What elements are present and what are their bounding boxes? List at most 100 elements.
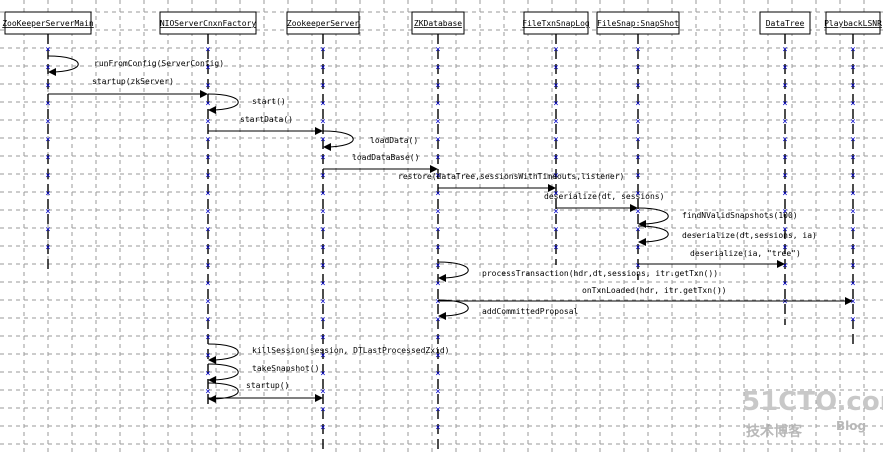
- arrowhead: [548, 184, 556, 192]
- activation-marker: ×: [45, 45, 50, 55]
- activation-marker: ×: [205, 45, 210, 55]
- message: processTransaction(hdr,dt,sessions, itr.…: [437, 261, 718, 282]
- activation-marker: ×: [850, 99, 855, 109]
- message: [208, 394, 323, 402]
- self-message-arrow: [637, 207, 669, 225]
- self-message-arrow: [207, 93, 239, 111]
- message-label: processTransaction(hdr,dt,sessions, itr.…: [482, 269, 718, 278]
- activation-marker: ×: [205, 387, 210, 397]
- participant-p0[interactable]: ZooKeeperServerMain: [2, 11, 94, 35]
- activation-marker: ×: [635, 117, 640, 127]
- arrowhead: [48, 68, 56, 76]
- participant-box[interactable]: [4, 11, 92, 35]
- activation-marker: ×: [435, 297, 440, 307]
- activation-marker: ×: [850, 243, 855, 253]
- participant-p1[interactable]: NIOServerCnxnFactory: [159, 11, 257, 35]
- activation-marker: ×: [205, 333, 210, 343]
- participant-box[interactable]: [596, 11, 680, 35]
- message: loadDataBase(): [323, 153, 438, 173]
- activation-marker: ×: [553, 117, 558, 127]
- watermark: 51CTO.com 技术博客 Blog: [742, 387, 883, 440]
- activation-marker: ×: [782, 279, 787, 289]
- participant-label: ZKDatabase: [414, 19, 462, 28]
- activation-marker: ×: [435, 423, 440, 433]
- activation-marker: ×: [850, 45, 855, 55]
- message: deserialize(dt, sessions): [544, 192, 664, 212]
- activation-marker: ×: [553, 171, 558, 181]
- activation-marker: ×: [205, 351, 210, 361]
- activation-marker: ×: [850, 225, 855, 235]
- activation-marker: ×: [205, 315, 210, 325]
- self-message-arrow: [47, 55, 79, 73]
- participant-box[interactable]: [159, 11, 257, 35]
- activation-marker: ×: [320, 171, 325, 181]
- activation-marker: ×: [45, 225, 50, 235]
- activation-marker: ×: [320, 405, 325, 415]
- lifelines: [47, 34, 854, 453]
- arrowhead: [430, 165, 438, 173]
- activation-marker: ×: [553, 81, 558, 91]
- activation-marker: ×: [635, 99, 640, 109]
- message-label: addCommittedProposal: [482, 307, 579, 316]
- participant-p5[interactable]: FileSnap:SnapShot: [596, 11, 680, 35]
- activation-marker: ×: [850, 81, 855, 91]
- arrowhead: [208, 376, 216, 384]
- participant-p4[interactable]: FileTxnSnapLog: [522, 11, 590, 35]
- activation-marker: ×: [205, 261, 210, 271]
- participant-p6[interactable]: DataTree: [759, 11, 811, 35]
- activation-marker: ×: [205, 117, 210, 127]
- message-label: deserialize(dt,sessions, ia): [682, 231, 817, 240]
- activation-marker: ×: [782, 297, 787, 307]
- message: killSession(session, DTLastProcessedZxid…: [207, 343, 449, 364]
- activation-marker: ×: [782, 153, 787, 163]
- participant-p2[interactable]: ZookeeperServer: [286, 11, 360, 35]
- self-message-arrow: [322, 130, 354, 148]
- activation-marker: ×: [320, 369, 325, 379]
- activation-marker: ×: [320, 261, 325, 271]
- activation-marker: ×: [435, 387, 440, 397]
- activation-marker: ×: [45, 153, 50, 163]
- self-message-arrow: [437, 261, 469, 279]
- activation-marker: ×: [782, 261, 787, 271]
- activation-marker: ×: [782, 207, 787, 217]
- participant-box[interactable]: [759, 11, 811, 35]
- activation-marker: ×: [435, 189, 440, 199]
- participant-p7[interactable]: PlaybackLSNR: [824, 11, 882, 35]
- activation-marker: ×: [850, 261, 855, 271]
- message-label: restore(dataTree,sessionsWithTimeouts,li…: [398, 172, 624, 181]
- participant-box[interactable]: [523, 11, 589, 35]
- activation-marker: ×: [635, 63, 640, 73]
- activation-marker: ×: [782, 171, 787, 181]
- activation-marker: ×: [850, 135, 855, 145]
- activation-marker: ×: [205, 369, 210, 379]
- activation-marker: ×: [45, 99, 50, 109]
- activation-marker: ×: [320, 153, 325, 163]
- activation-marker: ×: [320, 81, 325, 91]
- message: findNValidSnapshots(100): [637, 207, 798, 228]
- participant-box[interactable]: [825, 11, 881, 35]
- message: onTxnLoaded(hdr, itr.getTxn()): [438, 286, 853, 305]
- activation-marker: ×: [205, 297, 210, 307]
- participant-box[interactable]: [286, 11, 360, 35]
- activation-marker: ×: [205, 99, 210, 109]
- message: startup(zkServer): [48, 77, 208, 98]
- message-label: startData(): [240, 115, 293, 124]
- activation-marker: ×: [435, 153, 440, 163]
- activation-marker: ×: [635, 45, 640, 55]
- activation-marker: ×: [320, 225, 325, 235]
- participant-label: FileTxnSnapLog: [522, 19, 590, 28]
- arrowhead: [208, 356, 216, 364]
- participant-p3[interactable]: ZKDatabase: [411, 11, 465, 35]
- activation-marker: ×: [782, 135, 787, 145]
- activation-marker: ×: [435, 315, 440, 325]
- activation-marker: ×: [850, 63, 855, 73]
- message-label: startup(zkServer): [92, 77, 174, 86]
- activation-marker: ×: [850, 297, 855, 307]
- participant-box[interactable]: [411, 11, 465, 35]
- activation-marker: ×: [553, 225, 558, 235]
- activation-marker: ×: [45, 63, 50, 73]
- arrowhead: [438, 274, 446, 282]
- activation-marker: ×: [205, 189, 210, 199]
- activation-marker: ×: [320, 351, 325, 361]
